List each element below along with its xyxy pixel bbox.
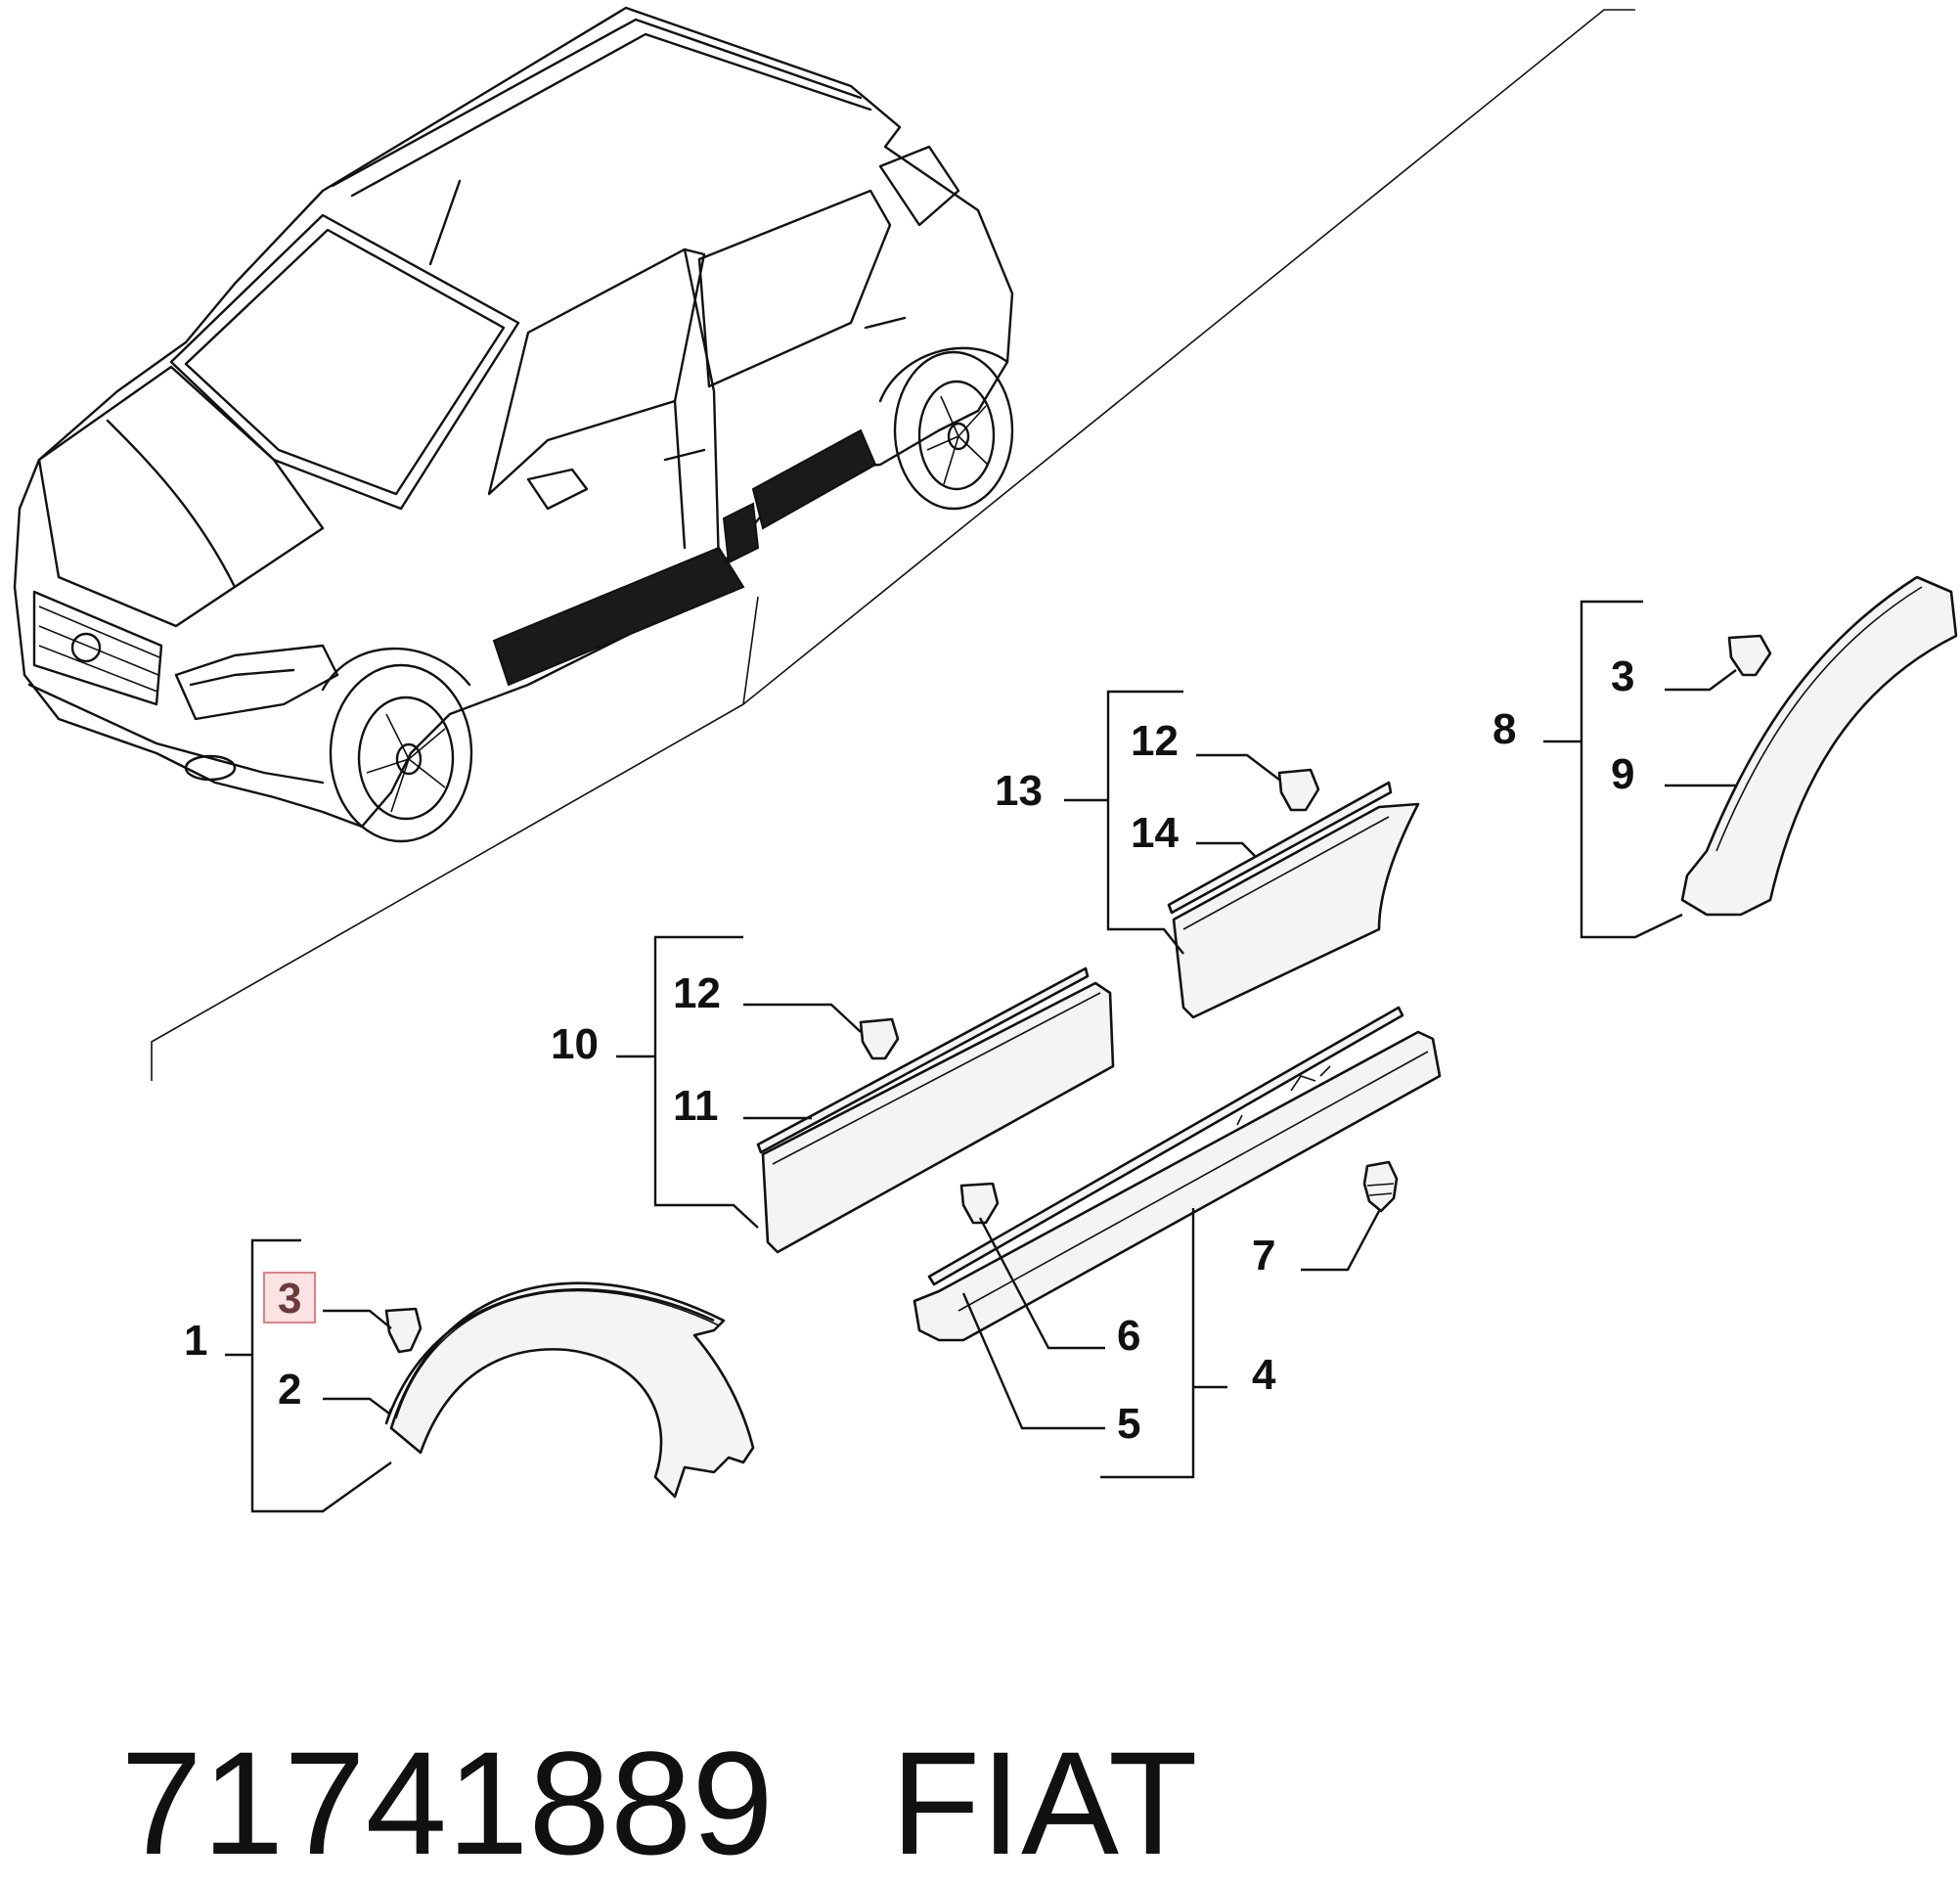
part-number: 71741889 <box>120 1721 774 1885</box>
fastener-7 <box>1362 1160 1399 1213</box>
callout-10: 10 <box>551 1020 599 1068</box>
callout-4: 4 <box>1252 1351 1276 1399</box>
callout-1: 1 <box>184 1317 207 1365</box>
clip-3a <box>384 1307 423 1354</box>
clip-3b <box>1727 634 1772 677</box>
rear-wheel-arch-part <box>1680 575 1958 917</box>
parts-diagram: 1 2 3 3 4 5 6 7 8 9 10 11 12 12 13 14 <box>13 6 1958 1513</box>
car-illustration <box>13 6 1014 843</box>
clip-12b <box>859 1017 900 1060</box>
bracket-lines <box>225 600 1737 1513</box>
callout-13: 13 <box>995 767 1043 815</box>
callout-5: 5 <box>1117 1400 1140 1448</box>
frame-lines <box>151 9 1635 1081</box>
callout-12a: 12 <box>1131 717 1179 765</box>
clip-12a <box>1277 768 1320 812</box>
clip-6 <box>959 1182 1000 1225</box>
rear-door-moulding-part <box>1167 781 1420 1019</box>
callout-3b: 3 <box>1611 652 1634 700</box>
callout-7: 7 <box>1252 1232 1275 1279</box>
callout-6: 6 <box>1117 1312 1140 1360</box>
callout-2: 2 <box>278 1366 301 1414</box>
callout-9: 9 <box>1611 750 1634 798</box>
footer: 71741889 FIAT <box>39 1583 1198 1885</box>
callout-14: 14 <box>1131 809 1179 857</box>
callout-labels: 1 2 3 3 4 5 6 7 8 9 10 11 12 12 13 14 <box>184 652 1634 1448</box>
callout-11: 11 <box>673 1082 719 1130</box>
highlight-box <box>263 1272 316 1324</box>
brand-name: FIAT <box>890 1721 1198 1885</box>
callout-12b: 12 <box>673 969 721 1017</box>
callout-3a: 3 <box>278 1275 301 1323</box>
callout-8: 8 <box>1492 705 1516 753</box>
front-door-moulding-part <box>756 966 1115 1254</box>
sill-moulding-part <box>913 1006 1442 1342</box>
front-wheel-arch-part <box>384 1281 755 1499</box>
